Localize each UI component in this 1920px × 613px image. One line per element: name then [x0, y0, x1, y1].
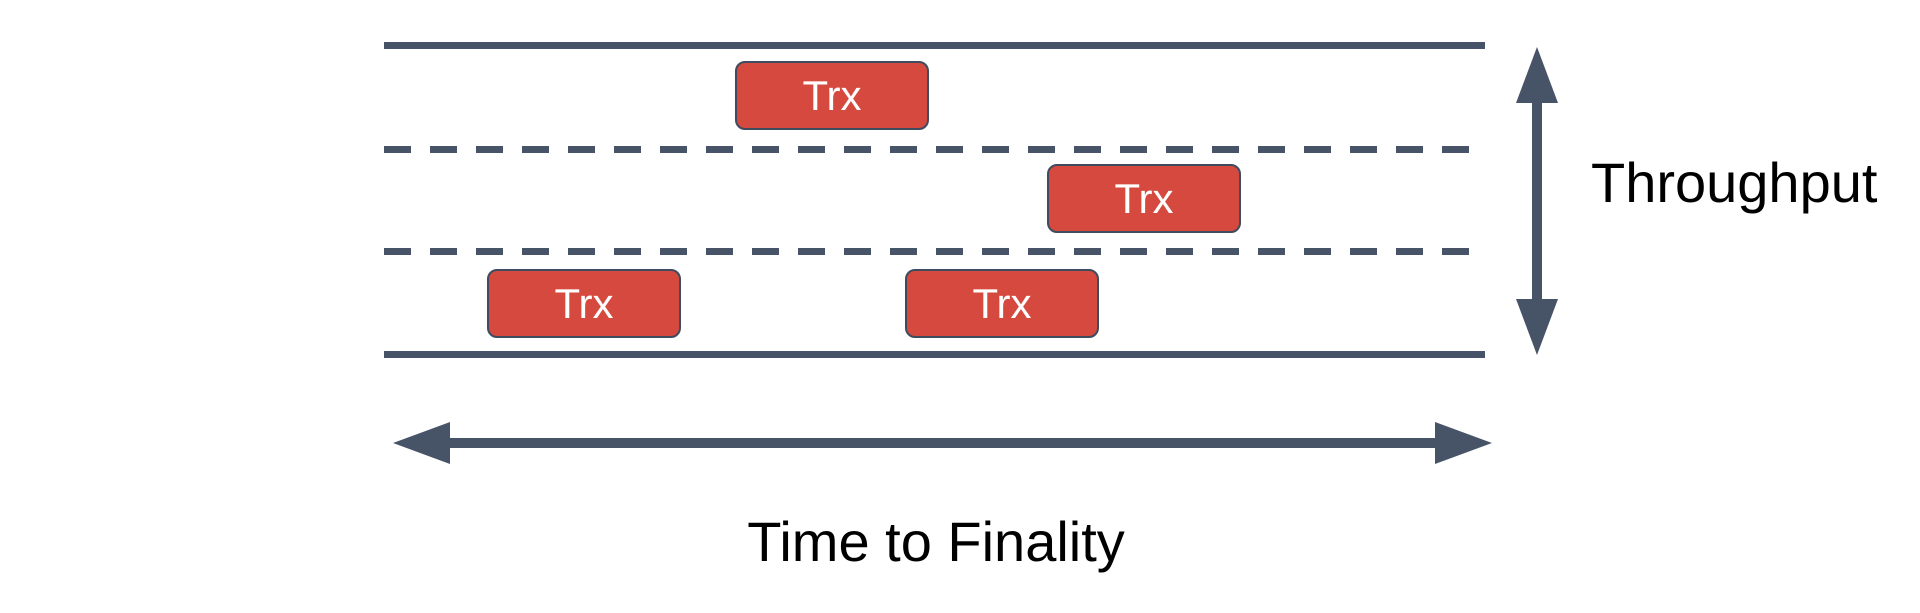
arrow-head-right-icon: [1435, 422, 1492, 464]
arrow-head-down-icon: [1516, 299, 1558, 355]
trx-box-label: Trx: [1114, 174, 1174, 222]
lane-boundary-top-line: [384, 42, 1485, 49]
trx-box-label: Trx: [972, 279, 1032, 327]
lane-separator-dashed-line-2: [384, 248, 1485, 255]
trx-box-label: Trx: [554, 279, 614, 327]
throughput-label: Throughput: [1591, 151, 1878, 214]
throughput-arrow-shaft: [1532, 96, 1542, 306]
lane-separator-dashed-line-1: [384, 146, 1485, 153]
lane-boundary-bottom-line: [384, 351, 1485, 358]
trx-box: Trx: [1047, 164, 1241, 233]
time-to-finality-label: Time to Finality: [747, 510, 1125, 573]
trx-box-label: Trx: [802, 71, 862, 119]
arrow-head-up-icon: [1516, 47, 1558, 103]
trx-box: Trx: [487, 269, 681, 338]
trx-box: Trx: [905, 269, 1099, 338]
trx-box: Trx: [735, 61, 929, 130]
time-to-finality-arrow-shaft: [430, 438, 1460, 448]
